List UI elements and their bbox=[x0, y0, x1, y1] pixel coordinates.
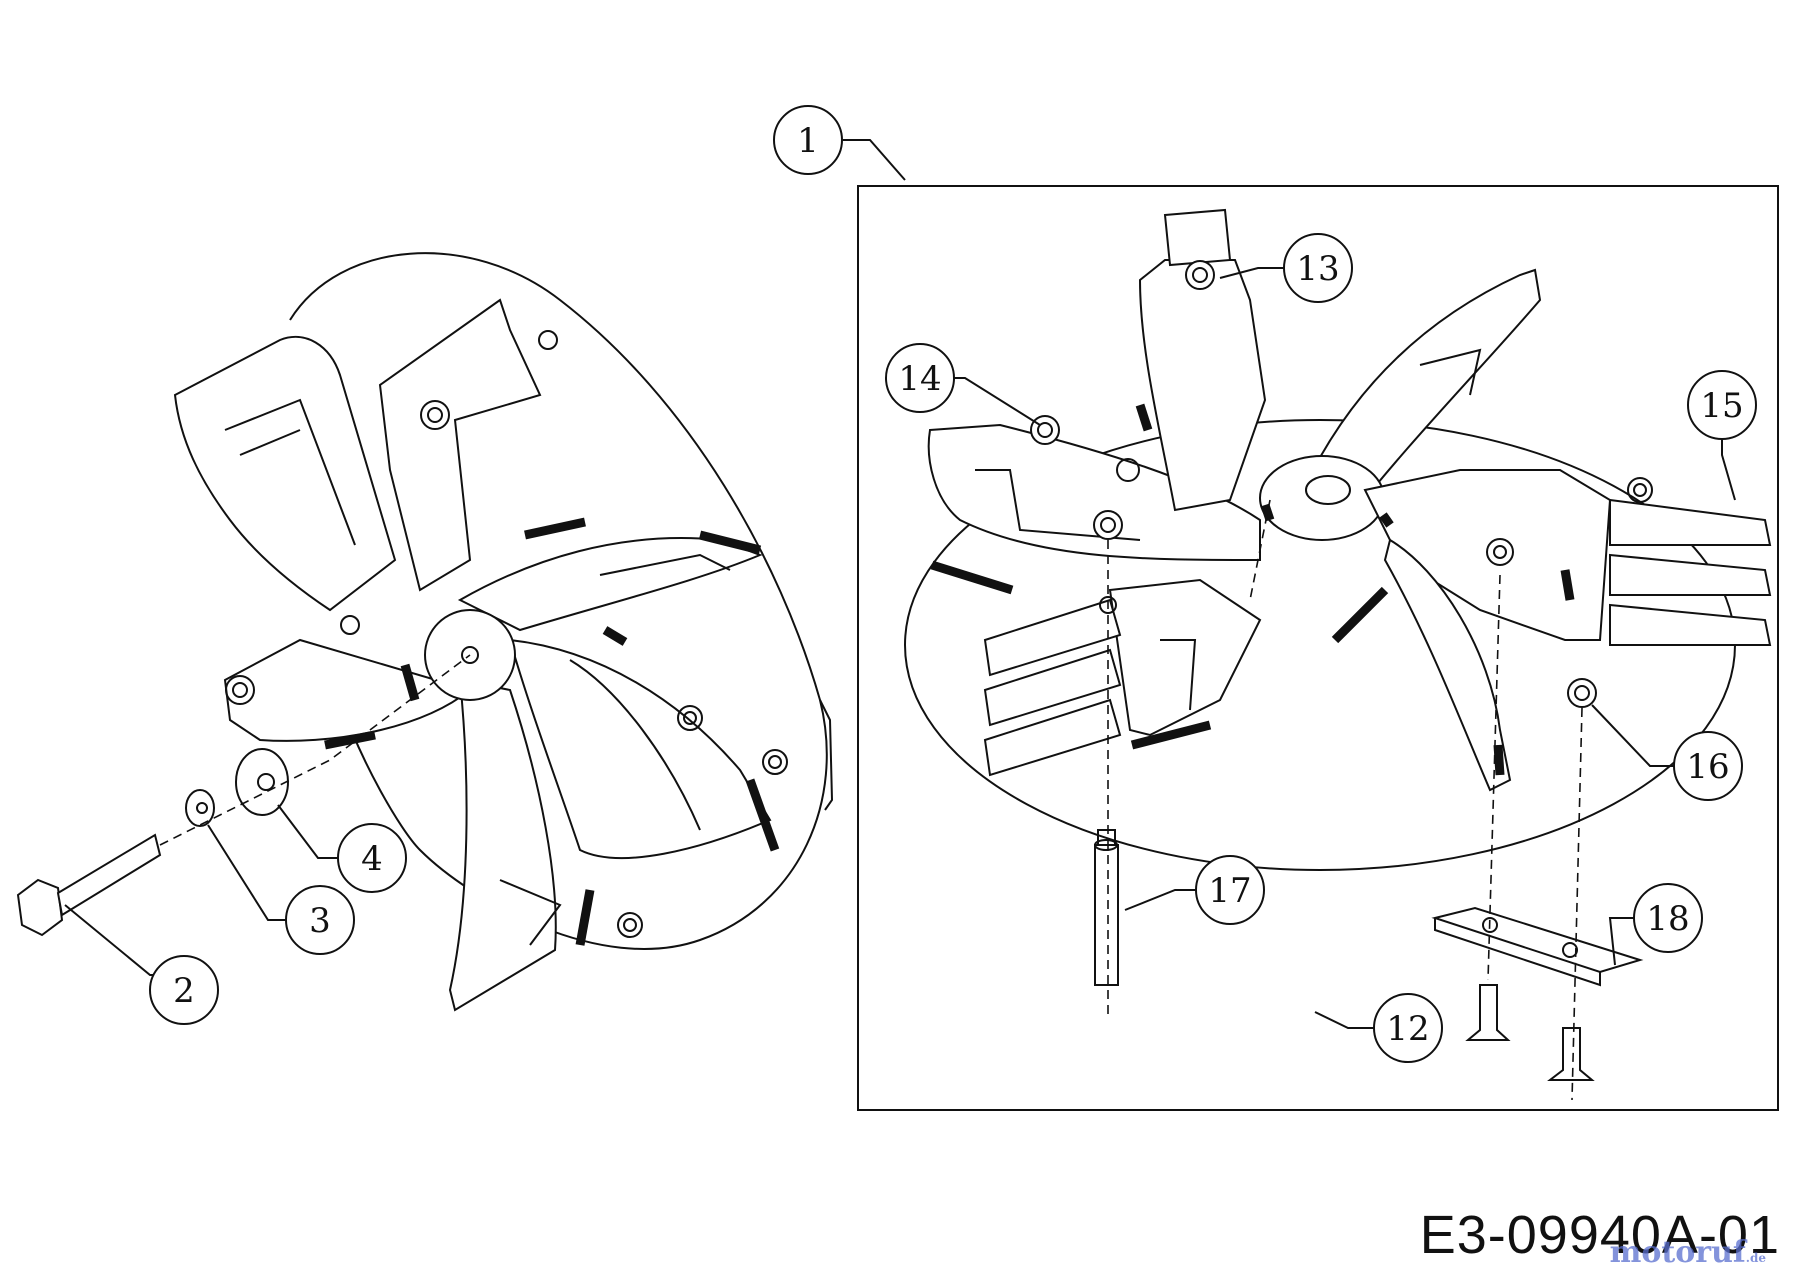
left-rotor-assembly bbox=[16, 252, 834, 1012]
watermark-logo: motoruf.de bbox=[1610, 1235, 1766, 1270]
part-code: E3-09940A-01 bbox=[1419, 1205, 1780, 1265]
callout-label: 14 bbox=[898, 359, 941, 399]
callout-label: 18 bbox=[1646, 899, 1689, 939]
assembly-frame bbox=[857, 185, 1779, 1111]
callout-3: 3 bbox=[285, 885, 355, 955]
callout-17: 17 bbox=[1195, 855, 1265, 925]
callout-label: 2 bbox=[173, 971, 195, 1011]
callout-label: 3 bbox=[309, 901, 331, 941]
callout-label: 12 bbox=[1386, 1009, 1429, 1049]
callout-4: 4 bbox=[337, 823, 407, 893]
callout-label: 1 bbox=[797, 121, 819, 161]
callout-12: 12 bbox=[1373, 993, 1443, 1063]
callout-15: 15 bbox=[1687, 370, 1757, 440]
callout-label: 17 bbox=[1208, 871, 1251, 911]
callout-14: 14 bbox=[885, 343, 955, 413]
watermark-suffix: .de bbox=[1745, 1251, 1766, 1265]
callout-label: 16 bbox=[1686, 747, 1729, 787]
callout-label: 4 bbox=[361, 839, 383, 879]
callout-13: 13 bbox=[1283, 233, 1353, 303]
callout-16: 16 bbox=[1673, 731, 1743, 801]
callout-label: 13 bbox=[1296, 249, 1339, 289]
callout-2: 2 bbox=[149, 955, 219, 1025]
right-rotor-assembly bbox=[857, 185, 1779, 1111]
callout-1: 1 bbox=[773, 105, 843, 175]
callout-label: 15 bbox=[1700, 386, 1743, 426]
watermark-name: motoruf bbox=[1609, 1235, 1746, 1270]
callout-18: 18 bbox=[1633, 883, 1703, 953]
callouts: 1 2 3 4 12 13 14 15 bbox=[149, 105, 1757, 1063]
